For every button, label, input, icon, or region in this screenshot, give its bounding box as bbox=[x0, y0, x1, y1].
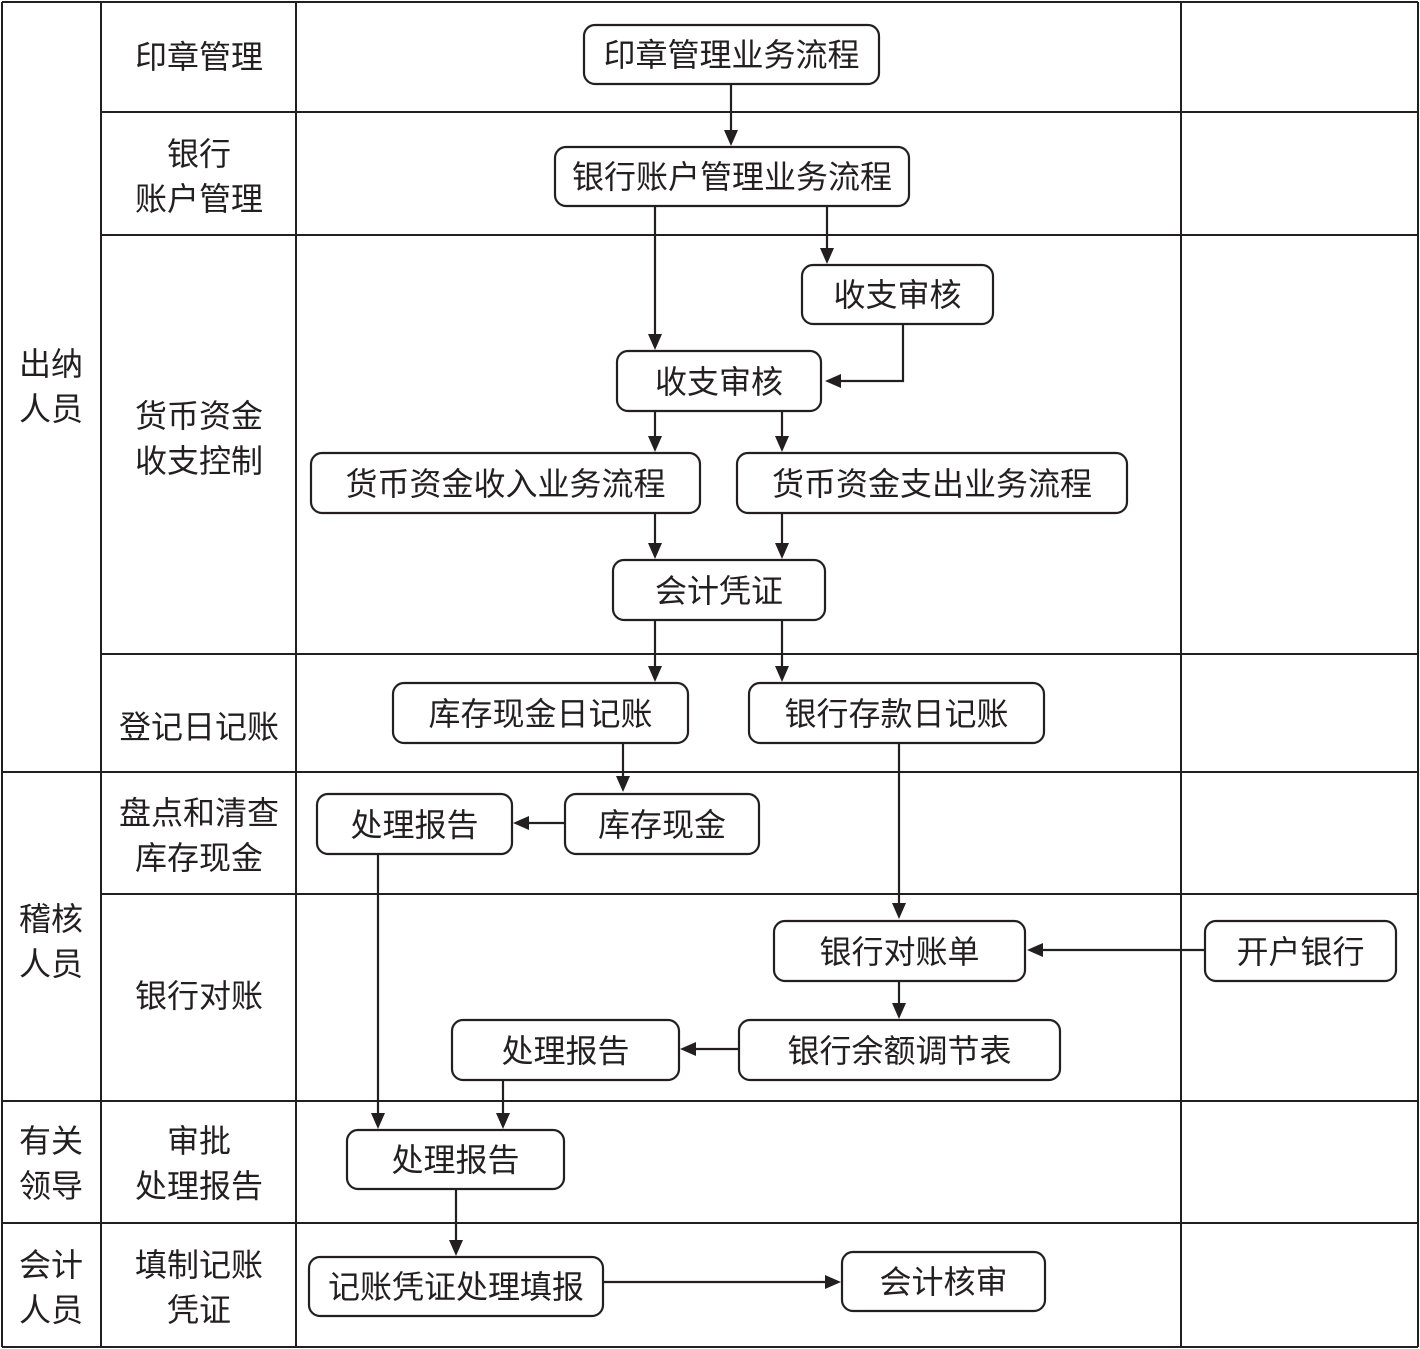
arrowhead bbox=[1027, 943, 1043, 957]
node-balance-table: 银行余额调节表 bbox=[737, 1018, 1062, 1082]
stage-cash-control-line2: 收支控制 bbox=[135, 442, 263, 480]
node-review-b: 收支审核 bbox=[615, 349, 823, 413]
node-recon-report: 处理报告 bbox=[450, 1018, 681, 1082]
node-cash-journal: 库存现金日记账 bbox=[391, 681, 690, 745]
role-cashier-line2: 人员 bbox=[19, 390, 83, 428]
edge-review-a-to-review-b bbox=[840, 324, 905, 383]
node-bank-journal: 银行存款日记账 bbox=[747, 681, 1046, 745]
arrowhead bbox=[680, 1042, 696, 1056]
stage-cash-check-line2: 库存现金 bbox=[135, 839, 263, 877]
arrowhead bbox=[648, 666, 662, 682]
arrowhead bbox=[775, 666, 789, 682]
connectors bbox=[371, 84, 1205, 1289]
stage-bank-account-line2: 账户管理 bbox=[135, 180, 263, 218]
svg-text:印章管理业务流程: 印章管理业务流程 bbox=[603, 36, 859, 74]
role-leader-line1: 有关 bbox=[19, 1122, 83, 1160]
svg-text:银行账户管理业务流程: 银行账户管理业务流程 bbox=[572, 158, 892, 196]
stage-voucher-line1: 填制记账 bbox=[135, 1246, 263, 1284]
svg-text:会计凭证: 会计凭证 bbox=[655, 572, 783, 610]
svg-text:处理报告: 处理报告 bbox=[391, 1141, 519, 1179]
node-bank-flow: 银行账户管理业务流程 bbox=[553, 145, 911, 208]
stage-approve-line1: 审批 bbox=[167, 1122, 231, 1160]
arrowhead bbox=[371, 1113, 385, 1129]
node-acct-voucher: 会计凭证 bbox=[611, 558, 827, 622]
stage-seal: 印章管理 bbox=[135, 38, 263, 76]
arrowhead bbox=[496, 1113, 510, 1129]
arrowhead bbox=[892, 1003, 906, 1019]
arrowhead bbox=[820, 248, 834, 264]
role-auditor-line2: 人员 bbox=[19, 945, 83, 983]
svg-text:收支审核: 收支审核 bbox=[655, 363, 783, 401]
role-leader-line2: 领导 bbox=[19, 1167, 83, 1205]
arrowhead bbox=[616, 776, 630, 792]
stage-approve-line2: 处理报告 bbox=[135, 1167, 263, 1205]
role-cashier-line1: 出纳 bbox=[19, 345, 83, 383]
node-review-a: 收支审核 bbox=[800, 263, 995, 326]
node-expense-flow: 货币资金支出业务流程 bbox=[735, 451, 1129, 515]
arrowhead bbox=[648, 436, 662, 452]
arrowhead bbox=[775, 436, 789, 452]
role-accountant-line1: 会计 bbox=[19, 1246, 83, 1284]
node-acct-audit: 会计核审 bbox=[840, 1250, 1047, 1313]
svg-text:银行存款日记账: 银行存款日记账 bbox=[784, 695, 1008, 733]
arrowhead bbox=[724, 130, 738, 146]
node-seal-flow: 印章管理业务流程 bbox=[582, 23, 881, 86]
node-cash-report: 处理报告 bbox=[315, 792, 514, 856]
stage-voucher-line2: 凭证 bbox=[167, 1291, 231, 1329]
svg-text:银行对账单: 银行对账单 bbox=[819, 933, 979, 971]
stage-journal: 登记日记账 bbox=[119, 708, 279, 746]
arrowhead bbox=[825, 374, 841, 388]
svg-text:货币资金收入业务流程: 货币资金收入业务流程 bbox=[345, 465, 665, 503]
arrowhead bbox=[892, 903, 906, 919]
svg-text:处理报告: 处理报告 bbox=[350, 806, 478, 844]
stage-bank-account-line1: 银行 bbox=[167, 135, 231, 173]
stage-cash-check-line1: 盘点和清查 bbox=[119, 794, 279, 832]
node-income-flow: 货币资金收入业务流程 bbox=[309, 451, 702, 515]
svg-text:收支审核: 收支审核 bbox=[833, 276, 961, 314]
arrowhead bbox=[775, 543, 789, 559]
stage-reconcile: 银行对账 bbox=[135, 977, 263, 1015]
svg-text:开户银行: 开户银行 bbox=[1236, 933, 1364, 971]
node-final-report: 处理报告 bbox=[345, 1128, 566, 1191]
svg-text:记账凭证处理填报: 记账凭证处理填报 bbox=[328, 1268, 584, 1306]
arrowhead bbox=[449, 1240, 463, 1256]
svg-text:处理报告: 处理报告 bbox=[501, 1032, 629, 1070]
arrowhead bbox=[648, 543, 662, 559]
svg-text:货币资金支出业务流程: 货币资金支出业务流程 bbox=[772, 465, 1092, 503]
svg-text:库存现金日记账: 库存现金日记账 bbox=[428, 695, 652, 733]
arrowhead bbox=[648, 334, 662, 350]
node-voucher-fill: 记账凭证处理填报 bbox=[307, 1255, 605, 1318]
svg-text:会计核审: 会计核审 bbox=[879, 1263, 1007, 1301]
svg-text:库存现金: 库存现金 bbox=[598, 806, 726, 844]
node-cash-stock: 库存现金 bbox=[563, 792, 761, 856]
svg-text:银行余额调节表: 银行余额调节表 bbox=[787, 1032, 1011, 1070]
node-open-bank: 开户银行 bbox=[1203, 919, 1398, 983]
role-accountant-line2: 人员 bbox=[19, 1291, 83, 1329]
arrowhead bbox=[513, 816, 529, 830]
stage-cash-control-line1: 货币资金 bbox=[135, 397, 263, 435]
node-bank-statement: 银行对账单 bbox=[772, 919, 1027, 983]
arrowhead bbox=[825, 1275, 841, 1289]
role-auditor-line1: 稽核 bbox=[19, 900, 83, 938]
